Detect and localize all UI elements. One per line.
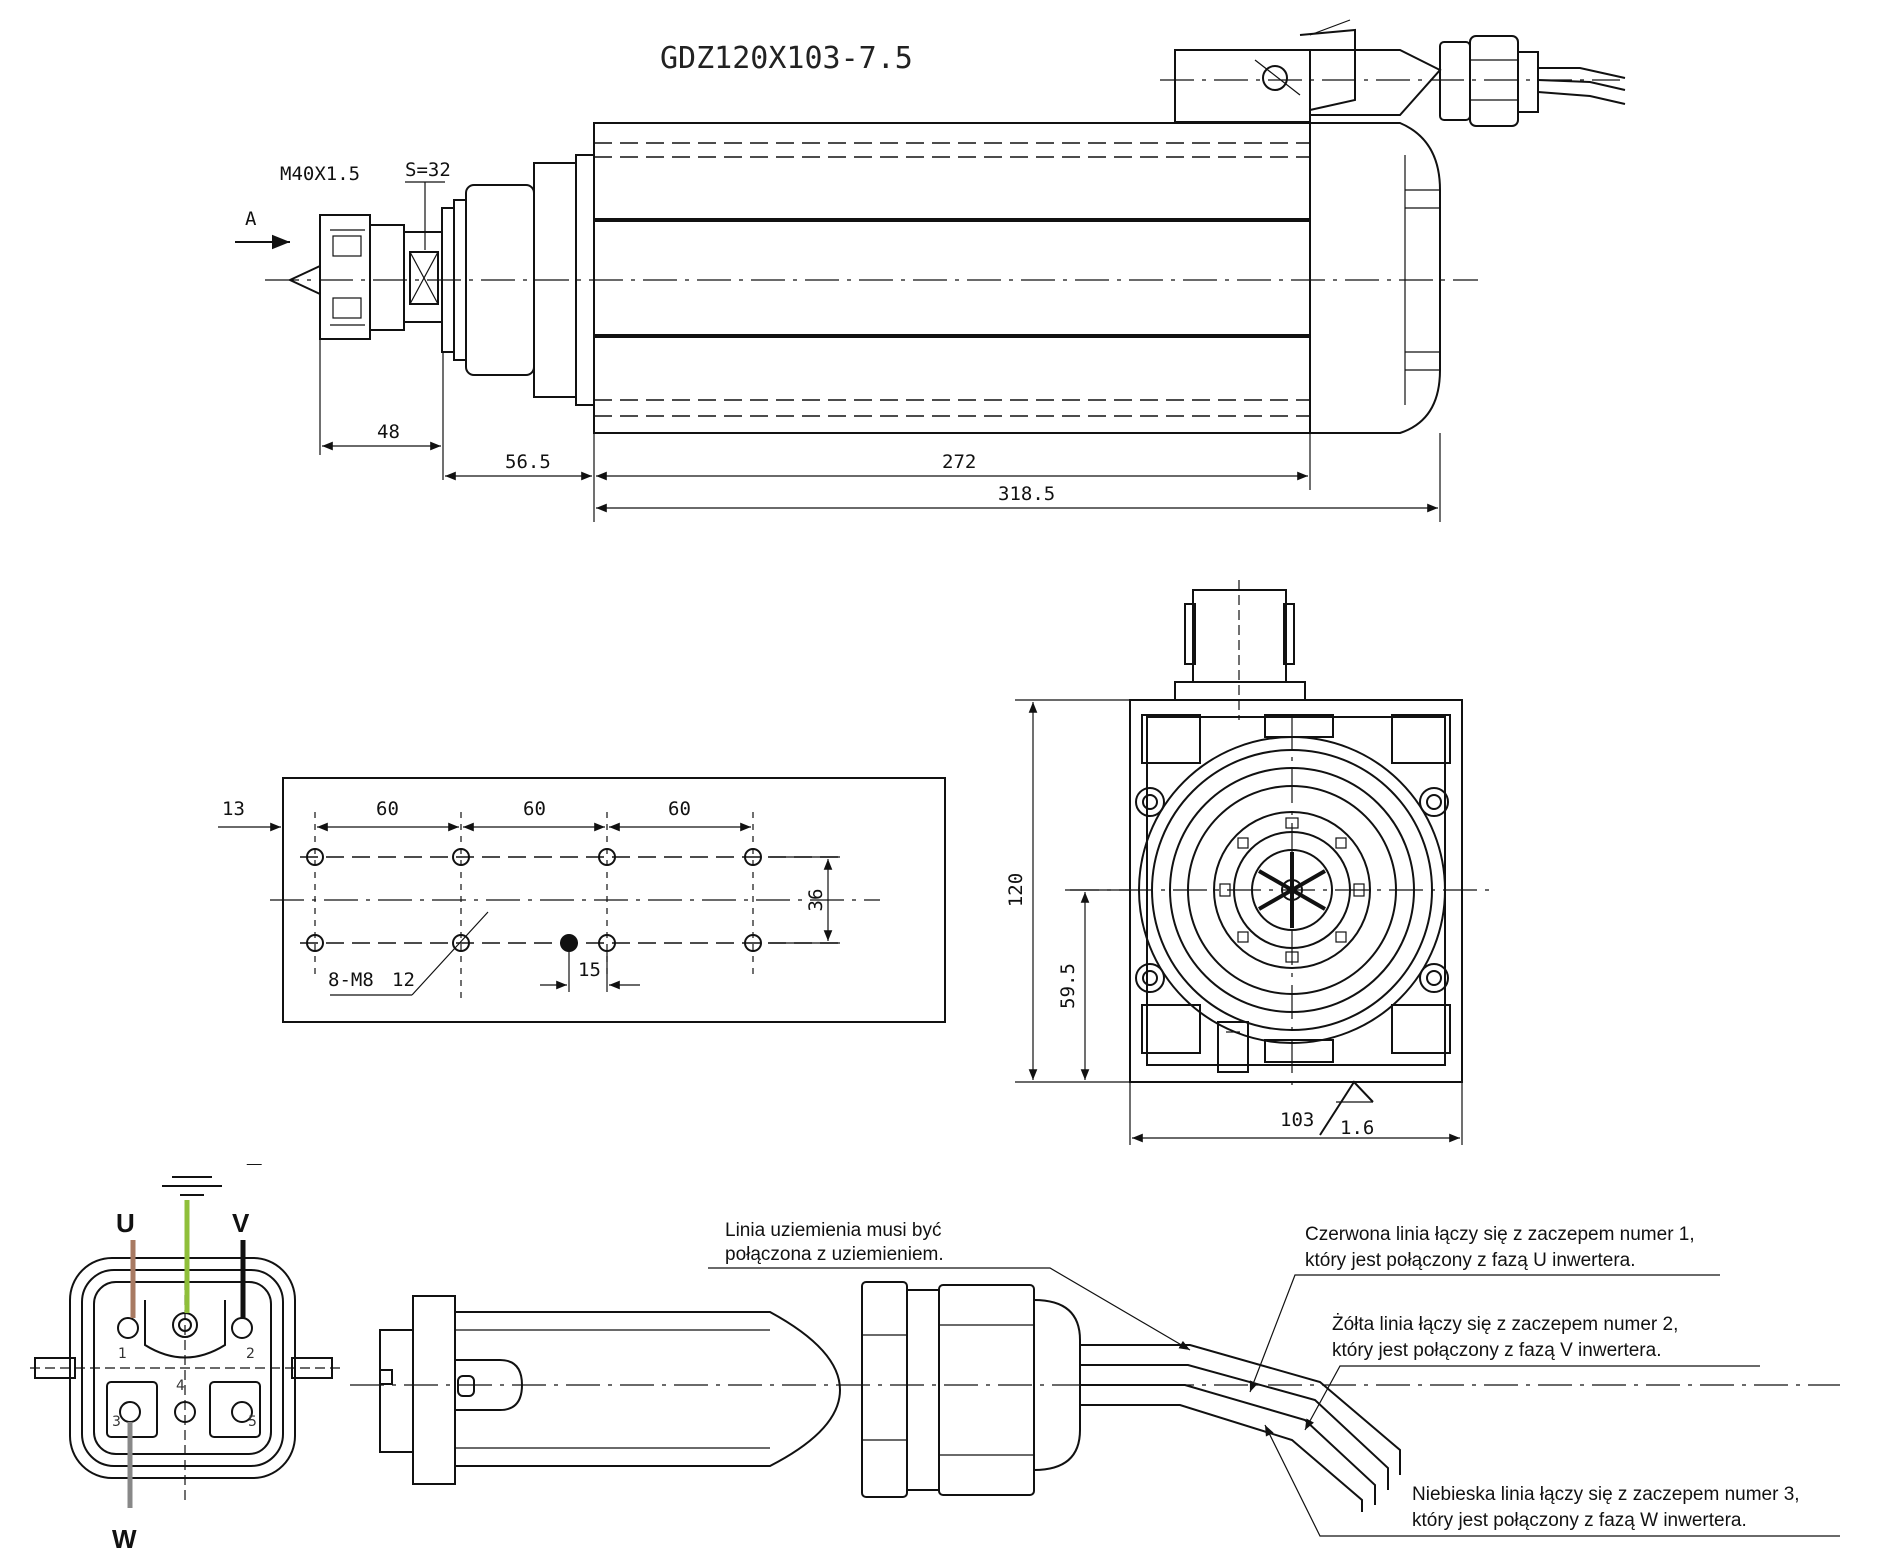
dim-60-b: 60 <box>523 798 546 820</box>
roughness-value: 1.6 <box>1340 1117 1374 1139</box>
wrench-label: S=32 <box>405 159 451 181</box>
side-view-dimensions: 48 56.5 272 318.5 <box>319 340 1441 522</box>
connector-pinout: _ U V W 1 2 3 4 5 <box>30 1138 340 1554</box>
plug-side-view <box>350 1281 1840 1512</box>
phase-w-label: W <box>112 1524 137 1554</box>
pin-5-label: 5 <box>248 1414 257 1430</box>
dim-318-5: 318.5 <box>998 483 1055 505</box>
thread-label: M40X1.5 <box>280 163 360 185</box>
drawing-title: GDZ120X103-7.5 <box>660 41 913 76</box>
dim-60-c: 60 <box>668 798 691 820</box>
front-view: 120 59.5 103 1.6 <box>1005 580 1490 1145</box>
dim-36: 36 <box>805 889 827 912</box>
dim-13: 13 <box>222 798 245 820</box>
phase-u-label: U <box>116 1208 135 1238</box>
pin-3-label: 3 <box>112 1414 121 1430</box>
dim-60-a: 60 <box>376 798 399 820</box>
note-ground-line2: połączona z uziemieniem. <box>725 1244 944 1265</box>
side-view: A M40X1.5 S=32 <box>235 19 1626 434</box>
dim-103: 103 <box>1280 1109 1314 1131</box>
ground-dash: _ <box>246 1138 262 1168</box>
pin-1-label: 1 <box>118 1346 127 1362</box>
phase-v-label: V <box>232 1208 250 1238</box>
dim-56-5: 56.5 <box>505 451 551 473</box>
dim-120: 120 <box>1005 873 1027 907</box>
note-blue-line2: który jest połączony z fazą W inwertera. <box>1412 1510 1747 1531</box>
dim-48: 48 <box>377 421 400 443</box>
note-blue-line1: Niebieska linia łączy się z zaczepem num… <box>1412 1484 1800 1505</box>
pin-2-label: 2 <box>246 1346 255 1362</box>
mounting-plate: 13 60 60 60 36 8-M8 12 15 <box>218 777 946 1023</box>
view-arrow-label: A <box>245 208 257 230</box>
wiring-notes: Linia uziemienia musi być połączona z uz… <box>708 1220 1840 1537</box>
note-yellow-line2: który jest połączony z fazą V inwertera. <box>1332 1340 1661 1361</box>
hole-depth: 12 <box>392 969 415 991</box>
note-red-line2: który jest połączony z fazą U inwertera. <box>1305 1250 1636 1271</box>
pin-4-label: 4 <box>176 1378 185 1394</box>
hole-callout: 8-M8 <box>328 969 374 991</box>
dim-15: 15 <box>578 959 601 981</box>
note-red-line1: Czerwona linia łączy się z zaczepem nume… <box>1305 1224 1695 1245</box>
dim-272: 272 <box>942 451 976 473</box>
dim-59-5: 59.5 <box>1057 963 1079 1009</box>
note-yellow-line1: Żółta linia łączy się z zaczepem numer 2… <box>1332 1314 1678 1335</box>
note-ground-line1: Linia uziemienia musi być <box>725 1220 942 1241</box>
